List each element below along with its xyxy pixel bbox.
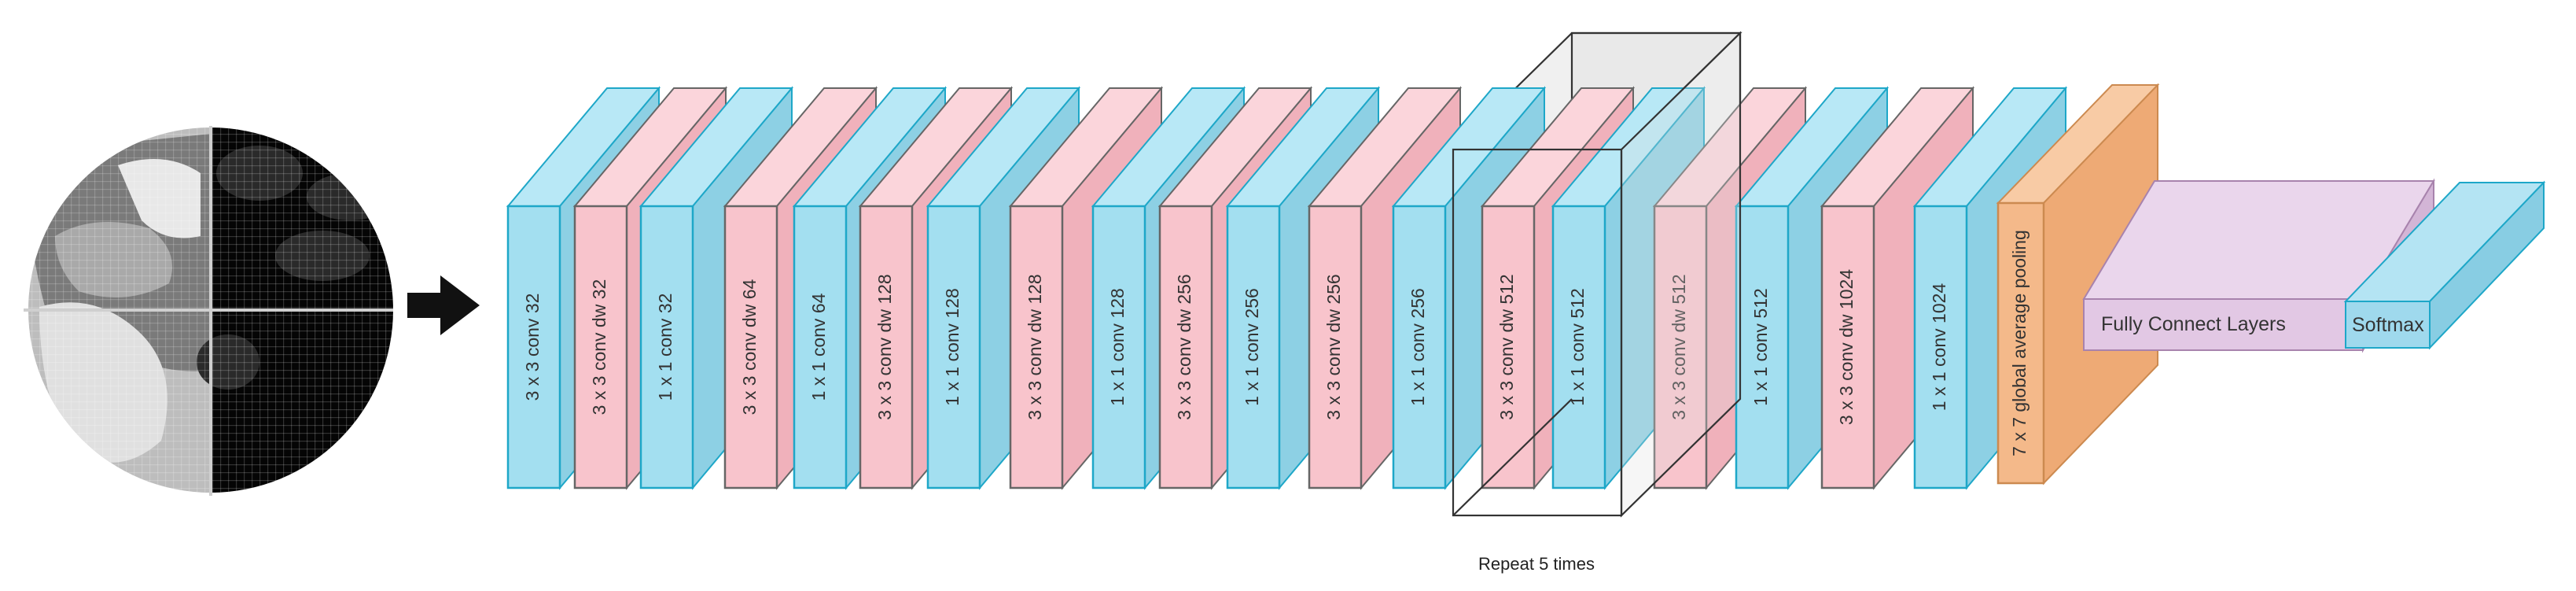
layer-front-face [1308,205,1363,489]
layer-front-face [506,205,561,489]
repeat-caption: Repeat 5 times [1478,554,1595,574]
layer-label: 3 x 3 conv dw 128 [1025,274,1045,419]
layer-label: 1 x 1 conv 32 [655,294,675,401]
layer-label: 3 x 3 conv dw 512 [1669,274,1689,419]
layer-label: 1 x 1 conv 512 [1567,288,1588,406]
layer-front-face [1996,201,2045,485]
layer-front-face [1913,205,1968,489]
layer-label: 1 x 1 conv 512 [1750,288,1771,406]
layer-label: 3 x 3 conv dw 256 [1174,274,1194,419]
right-arrow-icon [407,275,480,335]
softmax-label: Softmax [2352,314,2424,336]
layer-front-face [926,205,981,489]
layer-label: 1 x 1 conv 128 [942,288,962,406]
layer-front-face [1653,205,1708,489]
layer-label: 1 x 1 conv 128 [1107,288,1128,406]
layer-label: 3 x 3 conv dw 1024 [1836,269,1857,425]
layer-label: 3 x 3 conv dw 32 [589,279,609,416]
layer-front-face [1820,205,1875,489]
layer-front-face [1009,205,1064,489]
layer-front-face [859,205,914,489]
layer-front-face [1392,205,1447,489]
layer-label: 3 x 3 conv 32 [522,294,543,401]
layer-label: 7 x 7 global average pooling [2009,230,2030,456]
layer-label: 3 x 3 conv dw 256 [1323,274,1344,419]
fully-connected-label: Fully Connect Layers [2101,313,2286,335]
layer-front-face [723,205,778,489]
repeat-box-front [1452,148,1623,517]
layer-label: 1 x 1 conv 1024 [1929,283,1949,412]
layer-label: 1 x 1 conv 64 [808,293,829,401]
grayscale-wafer-map-icon [24,126,393,496]
layer-label: 3 x 3 conv dw 128 [874,274,895,419]
layer-front-face [1091,205,1146,489]
layer-front-face [793,205,848,489]
softmax-block: Softmax [2343,180,2546,350]
layer-front-face [573,205,628,489]
layer-stack: 3 x 3 conv 32 3 x 3 conv dw 32 1 x 1 conv … [506,83,2160,490]
layer-front-face [1158,205,1213,489]
repeat-box-edge [1452,398,1573,516]
layer-front-face [1481,205,1536,489]
layer-front-face [1551,205,1606,489]
repeat-group-front [1452,31,1742,518]
layer-label: 3 x 3 conv dw 512 [1496,274,1517,419]
layer-label: 1 x 1 conv 256 [1242,288,1262,406]
layer-label: 1 x 1 conv 256 [1408,288,1428,406]
layer-front-face [639,205,694,489]
layer-label: 3 x 3 conv dw 64 [739,279,760,415]
layer-front-face [1226,205,1281,489]
layer-front-face [1735,205,1790,489]
